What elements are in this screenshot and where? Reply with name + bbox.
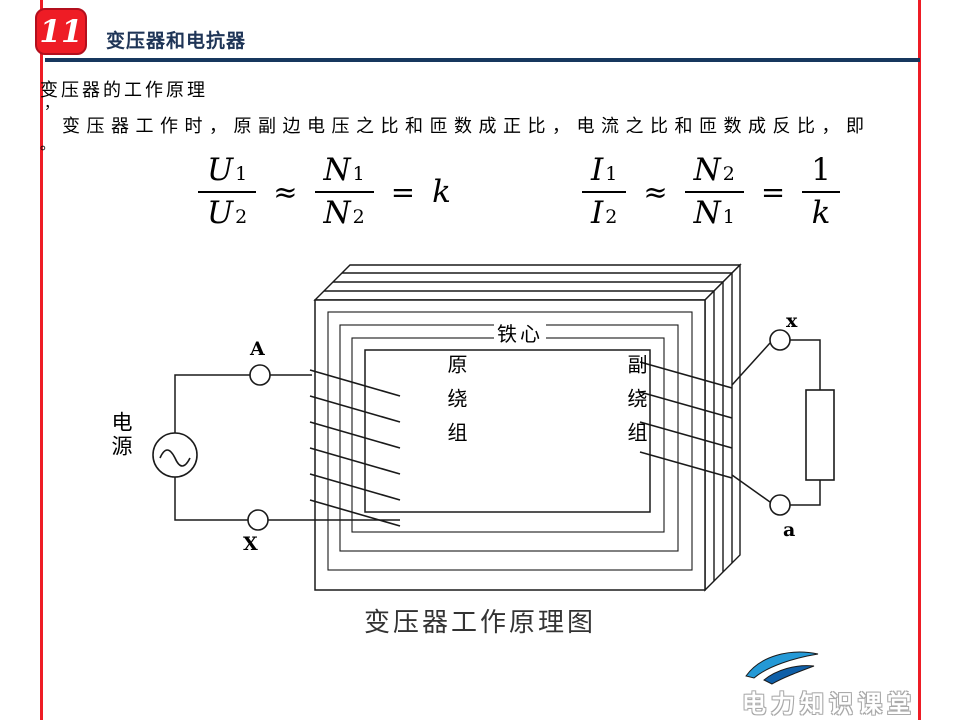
u1-var: U	[207, 152, 234, 188]
n2-sub: 2	[352, 206, 365, 229]
u2-var: U	[207, 195, 234, 232]
load-resistor	[805, 389, 835, 481]
n2-sub: 2	[722, 163, 735, 185]
fraction-1-k: 1 k	[802, 150, 840, 234]
terminal-label-a: a	[783, 519, 796, 541]
terminal-x-secondary	[769, 329, 791, 351]
i1-sub: 1	[605, 163, 618, 185]
n2-var: N	[323, 195, 351, 232]
k-var: k	[811, 195, 831, 232]
stray-comma-text: ，	[44, 95, 60, 112]
primary-winding	[309, 369, 401, 527]
core-top-face	[313, 264, 742, 301]
ac-source	[152, 432, 198, 478]
core-label: 铁心	[494, 318, 546, 347]
n1-sub: 1	[352, 163, 365, 185]
core-window	[364, 349, 651, 513]
page-title: 变压器和电抗器	[106, 31, 247, 52]
approx-sign: ≈	[643, 175, 668, 210]
header-divider	[45, 58, 920, 62]
left-red-border	[40, 0, 43, 720]
n1-var: N	[323, 152, 351, 188]
body-paragraph: 变压器工作时，原副边电压之比和匝数成正比，电流之比和匝数成反比，即	[62, 116, 871, 136]
transformer-diagram	[152, 263, 835, 592]
terminal-label-x: x	[786, 310, 798, 332]
stray-period-text: 。	[40, 136, 56, 153]
terminal-A	[249, 364, 271, 386]
i2-var: I	[591, 195, 604, 232]
core-right-face	[704, 263, 741, 592]
terminal-a-secondary	[769, 494, 791, 516]
ratio-k: k	[432, 174, 451, 211]
secondary-winding	[639, 361, 733, 479]
right-circuit-wires	[731, 339, 821, 506]
right-red-border	[918, 0, 921, 720]
u1-sub: 1	[235, 163, 248, 185]
n1-sub: 1	[722, 206, 735, 229]
section-heading: 变压器的工作原理	[40, 80, 208, 100]
terminal-X	[247, 509, 269, 531]
terminal-label-A: A	[250, 338, 265, 360]
equals-sign: =	[760, 175, 786, 210]
left-circuit-wires	[174, 374, 400, 521]
approx-sign: ≈	[273, 175, 298, 210]
one: 1	[811, 152, 831, 188]
terminal-label-X: X	[243, 533, 258, 555]
diagram-caption: 变压器工作原理图	[363, 607, 596, 637]
i2-sub: 2	[605, 206, 618, 229]
n1-var: N	[693, 195, 721, 232]
u2-sub: 2	[235, 206, 248, 229]
primary-winding-label: 原绕组	[444, 354, 466, 456]
chapter-number-badge: 11	[35, 8, 87, 55]
brand-watermark-text: 电力知识课堂	[742, 691, 916, 718]
power-source-label: 电源	[109, 411, 132, 459]
equals-sign: =	[390, 175, 416, 210]
sine-wave-icon	[159, 449, 191, 467]
brand-swoosh-icon	[745, 651, 819, 685]
n2-var: N	[693, 152, 721, 188]
i1-var: I	[591, 152, 604, 188]
secondary-winding-label: 副绕组	[624, 354, 646, 456]
